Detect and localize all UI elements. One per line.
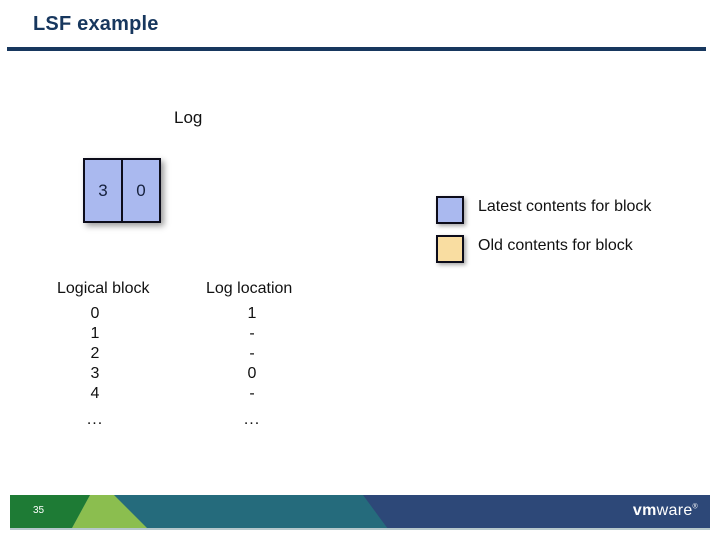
table-cell: 1 [90, 325, 100, 342]
legend-swatch-old [436, 235, 464, 263]
table-cell: 3 [90, 365, 100, 382]
table-header-logical-block: Logical block [57, 280, 150, 297]
table-column-log-location: 1 - - 0 - ... [222, 304, 282, 430]
table-column-logical-block: 0 1 2 3 4 ... [65, 304, 125, 430]
registered-trademark-icon: ® [692, 503, 698, 511]
footer-navy-shape [363, 495, 710, 528]
vmware-logo-ware: ware [656, 502, 693, 519]
table-cell: - [249, 325, 255, 342]
table-header-log-location: Log location [206, 280, 293, 297]
legend-label-old: Old contents for block [478, 237, 633, 254]
table-cell: - [249, 385, 255, 402]
table-cell: 1 [247, 305, 257, 322]
table-cell: - [249, 345, 255, 362]
legend-swatch-latest [436, 196, 464, 224]
legend-label-latest: Latest contents for block [478, 198, 652, 215]
page-number: 35 [33, 505, 45, 516]
table-cell: 0 [90, 305, 100, 322]
log-blocks-diagram: 3 0 [83, 158, 161, 223]
vmware-logo: vmware® [633, 502, 698, 520]
table-cell: ... [86, 411, 104, 428]
table-cell: 0 [247, 365, 257, 382]
vmware-logo-vm: vm [632, 502, 657, 519]
title-underline [7, 47, 706, 51]
log-label: Log [174, 108, 203, 127]
page-title: LSF example [33, 13, 159, 35]
table-cell: ... [243, 411, 261, 428]
table-cell: 2 [90, 345, 100, 362]
table-cell: 4 [90, 385, 100, 402]
log-block-cell: 0 [123, 158, 161, 223]
footer-banner: 35 vmware® [10, 495, 710, 530]
log-block-cell: 3 [83, 158, 123, 223]
